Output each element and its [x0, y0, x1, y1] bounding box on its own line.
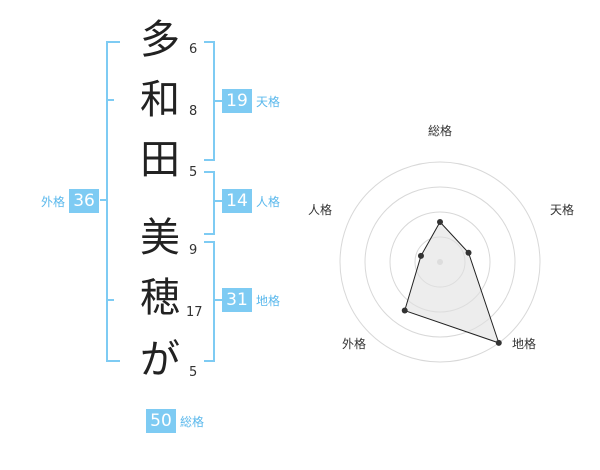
stroke-count-3: 5 — [189, 165, 198, 180]
stroke-count-6: 5 — [189, 365, 198, 380]
name-char-1: 多 — [140, 17, 180, 63]
chikaku-bracket — [204, 241, 215, 362]
gaikaku-connector — [100, 199, 108, 201]
gaikaku-value: 36 — [69, 189, 100, 213]
chikaku-group: 31 地格 — [222, 288, 280, 312]
jinkaku-bracket — [204, 171, 215, 235]
radar-label-gaikaku: 外格 — [342, 337, 367, 351]
soukaku-value: 50 — [146, 409, 176, 433]
tenkaku-value: 19 — [222, 89, 252, 113]
radar-points — [401, 219, 502, 346]
radar-ring — [364, 186, 516, 338]
tenkaku-group: 19 天格 — [222, 89, 280, 113]
name-char-4: 美 — [140, 215, 180, 261]
jinkaku-label: 人格 — [256, 194, 281, 209]
radar-point-4 — [401, 307, 408, 314]
tenkaku-connector — [214, 100, 222, 102]
soukaku-label: 総格 — [180, 414, 205, 429]
stroke-count-1: 6 — [189, 42, 198, 57]
name-char-2: 和 — [140, 77, 180, 123]
gaikaku-bracket — [106, 41, 120, 362]
radar-point-1 — [437, 219, 443, 225]
chikaku-label: 地格 — [256, 293, 281, 308]
jinkaku-group: 14 人格 — [222, 189, 280, 213]
name-char-3: 田 — [140, 137, 180, 183]
gaikaku-tick-2 — [106, 299, 114, 301]
chikaku-value: 31 — [222, 288, 252, 312]
radar-label-chikaku: 地格 — [512, 337, 537, 351]
stroke-count-4: 9 — [189, 243, 198, 258]
gaikaku-tick-1 — [106, 99, 114, 101]
chikaku-connector — [214, 299, 222, 301]
name-char-6: が — [140, 337, 180, 383]
gaikaku-label: 外格 — [41, 194, 66, 209]
radar-center-dot — [437, 259, 443, 265]
radar-point-3 — [495, 339, 502, 346]
stroke-count-2: 8 — [189, 104, 198, 119]
radar-polygon — [404, 221, 500, 344]
radar-label-tenkaku: 天格 — [550, 203, 575, 217]
stroke-count-5: 17 — [186, 305, 203, 320]
soukaku-group: 50 総格 — [146, 409, 204, 433]
radar-label-soukaku: 総格 — [428, 124, 453, 138]
tenkaku-label: 天格 — [256, 94, 281, 109]
jinkaku-connector — [214, 200, 222, 202]
radar-point-2 — [465, 249, 472, 256]
jinkaku-value: 14 — [222, 189, 252, 213]
name-char-5: 穂 — [140, 275, 180, 321]
radar-label-jinkaku: 人格 — [308, 203, 333, 217]
radar-point-5 — [417, 252, 424, 259]
gaikaku-group: 外格 36 — [41, 189, 100, 213]
